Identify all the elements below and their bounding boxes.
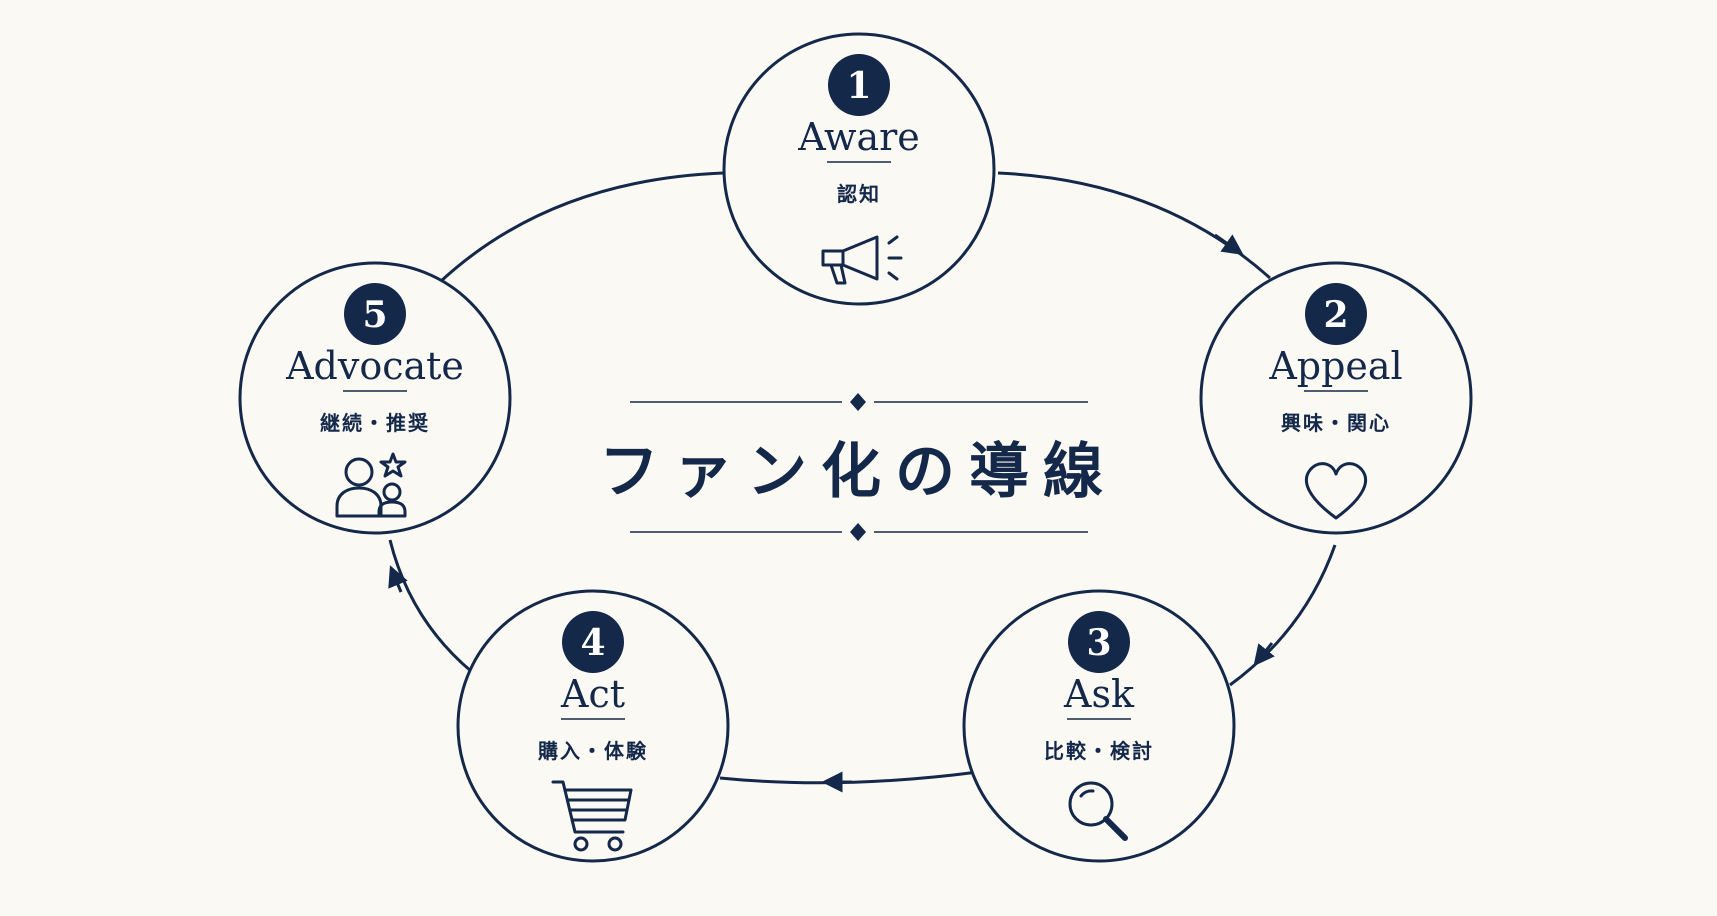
center-title-block: ファン化の導線 xyxy=(599,393,1117,541)
stage-sublabel: 認知 xyxy=(837,182,881,206)
stage-label: Advocate xyxy=(285,344,464,388)
stage-number-badge xyxy=(1068,611,1130,673)
stage-circle xyxy=(456,589,730,863)
stage-circle xyxy=(722,32,996,306)
stage-circle xyxy=(1199,261,1473,535)
heart-icon xyxy=(1305,462,1367,520)
diagram-title: ファン化の導線 xyxy=(599,437,1117,507)
ornament-diamond-bottom xyxy=(850,523,866,541)
stage-sublabel: 興味・関心 xyxy=(1281,411,1391,435)
stage-number-badge xyxy=(344,283,406,345)
arrow-4-5 xyxy=(388,565,408,593)
stage-4-act: 4 Act 購入・体験 xyxy=(456,589,730,863)
stage-1-aware: 1 Aware 認知 xyxy=(722,32,996,306)
shopping-cart-icon xyxy=(551,780,633,852)
megaphone-icon xyxy=(821,235,903,285)
stage-number-badge xyxy=(1305,283,1367,345)
stage-label: Aware xyxy=(797,115,920,159)
magnifier-icon xyxy=(1068,781,1128,841)
stage-number: 4 xyxy=(580,622,605,664)
stage-number-badge xyxy=(562,611,624,673)
stage-label: Act xyxy=(560,672,625,716)
connector-2-3 xyxy=(1229,544,1337,687)
stage-number: 3 xyxy=(1086,622,1111,664)
stage-2-appeal: 2 Appeal 興味・関心 xyxy=(1199,261,1473,535)
stage-label: Ask xyxy=(1063,672,1135,716)
stage-sublabel: 継続・推奨 xyxy=(320,411,430,435)
arrow-2-3 xyxy=(1253,642,1275,667)
connector-1-2 xyxy=(997,171,1271,280)
stage-number: 2 xyxy=(1323,294,1348,336)
ornament-diamond-top xyxy=(850,393,866,411)
connector-4-5 xyxy=(388,539,473,674)
stage-sublabel: 比較・検討 xyxy=(1044,739,1154,763)
connector-5-1 xyxy=(438,171,724,284)
people-star-icon xyxy=(335,452,407,518)
stage-circle xyxy=(238,261,512,535)
stage-5-advocate: 5 Advocate 継続・推奨 xyxy=(238,261,512,535)
stage-circle xyxy=(962,589,1236,863)
stage-label: Appeal xyxy=(1268,344,1402,388)
arrow-1-2 xyxy=(1214,233,1244,256)
stage-number: 5 xyxy=(362,294,387,336)
stage-sublabel: 購入・体験 xyxy=(538,739,648,763)
stage-number: 1 xyxy=(846,65,871,107)
stage-number-badge xyxy=(828,54,890,116)
connectors xyxy=(388,171,1337,793)
stage-3-ask: 3 Ask 比較・検討 xyxy=(962,589,1236,863)
